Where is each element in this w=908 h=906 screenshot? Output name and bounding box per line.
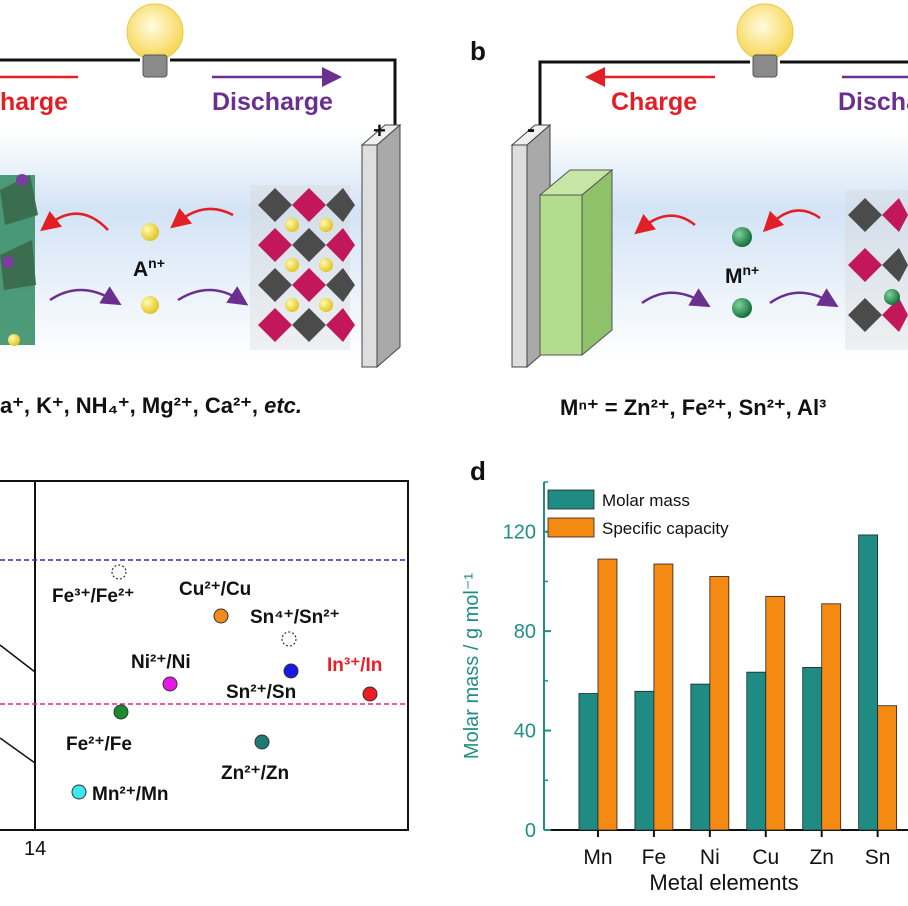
marker-cu2-cu xyxy=(213,608,229,624)
curved-arrow-charge xyxy=(170,207,234,229)
couple-label: Fe³⁺/Fe²⁺ xyxy=(52,586,135,607)
ion-sphere xyxy=(732,227,752,247)
caption-a: a⁺, K⁺, NH₄⁺, Mg²⁺, Ca²⁺, etc. xyxy=(0,393,302,419)
ion-sphere xyxy=(732,298,752,318)
minus-sign: - xyxy=(527,116,535,143)
charge-label-a: harge xyxy=(0,88,69,116)
caption-a-etc: etc. xyxy=(264,393,303,418)
anode-crystal xyxy=(0,174,38,346)
bar-specific-capacity xyxy=(653,563,674,831)
x-tick-label: Cu xyxy=(752,846,779,869)
couple-label: Sn²⁺/Sn xyxy=(226,682,297,703)
discharge-label-b: Discha xyxy=(838,88,908,116)
bar-specific-capacity xyxy=(877,705,898,831)
x-tick-label: Ni xyxy=(700,846,720,869)
couple-label: Ni²⁺/Ni xyxy=(131,652,191,673)
diagonal-line xyxy=(0,737,36,764)
bar-molar-mass xyxy=(858,534,879,831)
marker-mn2-mn xyxy=(71,784,87,800)
marker-sn2-sn xyxy=(283,663,299,679)
circuit-wire xyxy=(0,58,397,130)
y-tick-label: 40 xyxy=(514,721,536,743)
ion-sphere xyxy=(141,296,159,314)
legend-swatch xyxy=(547,517,595,538)
caption-b: Mⁿ⁺ = Zn²⁺, Fe²⁺, Sn²⁺, Al³ xyxy=(560,395,827,420)
y-tick-label: 80 xyxy=(514,621,536,643)
curved-arrow-discharge xyxy=(641,288,711,308)
bar-specific-capacity xyxy=(597,558,618,831)
marker-fe3-fe2 xyxy=(111,564,127,580)
bar-specific-capacity xyxy=(821,603,842,831)
y-axis-label: Molar mass / g mol⁻¹ xyxy=(461,573,483,759)
legend-label: Specific capacity xyxy=(602,519,729,538)
couple-label: In³⁺/In xyxy=(327,655,383,676)
light-bulb-icon xyxy=(736,3,794,78)
ion-label-a: An+ xyxy=(133,255,165,282)
ion-charge: n+ xyxy=(742,262,760,278)
x-tick-label: Sn xyxy=(865,846,891,869)
y-tick-label: 120 xyxy=(503,522,536,544)
x-tick-label: Fe xyxy=(642,846,667,869)
marker-in3-in xyxy=(362,686,378,702)
legend-label: Molar mass xyxy=(602,491,690,510)
x-axis-label: Metal elements xyxy=(649,870,798,895)
bar-molar-mass xyxy=(746,671,767,831)
ion-symbol: A xyxy=(133,258,149,281)
x-tick-label: Zn xyxy=(809,846,834,869)
ion-label-b: Mn+ xyxy=(725,262,759,289)
curved-arrow-discharge xyxy=(49,286,122,306)
circuit-wire xyxy=(538,60,908,125)
charge-label-b: Charge xyxy=(611,88,698,116)
bar-specific-capacity xyxy=(765,595,786,831)
curved-arrow-charge xyxy=(762,209,821,233)
light-bulb-icon xyxy=(126,3,184,78)
curved-arrow-discharge xyxy=(177,286,249,306)
ion-symbol: M xyxy=(725,265,743,288)
panel-letter-d: d xyxy=(470,456,486,486)
panel-c-plot xyxy=(0,480,409,831)
bar-molar-mass xyxy=(690,683,711,831)
y-tick-label: 0 xyxy=(525,820,536,842)
caption-a-text: a⁺, K⁺, NH₄⁺, Mg²⁺, Ca²⁺, xyxy=(0,393,258,418)
bar-molar-mass xyxy=(802,667,823,831)
curved-arrow-charge xyxy=(40,210,109,232)
legend-swatch xyxy=(547,489,595,510)
marker-fe2-fe xyxy=(113,704,129,720)
ion-sphere xyxy=(141,223,159,241)
x-tick-label: 14 xyxy=(24,838,47,860)
diagonal-line xyxy=(0,644,36,673)
x-tick-label: Mn xyxy=(583,846,612,869)
couple-label: Fe²⁺/Fe xyxy=(66,734,132,755)
discharge-label-a: Discharge xyxy=(212,88,333,116)
positive-current-collector xyxy=(360,123,402,369)
plus-sign: + xyxy=(373,118,386,143)
bar-molar-mass xyxy=(634,690,655,831)
bar-specific-capacity xyxy=(709,576,730,831)
marker-zn2-zn xyxy=(254,734,270,750)
curved-arrow-discharge xyxy=(769,288,839,308)
cathode-framework xyxy=(250,185,355,350)
marker-ni2-ni xyxy=(162,676,178,692)
panel-b-diagram xyxy=(510,3,908,369)
panel-a-diagram xyxy=(0,3,402,369)
marker-sn4-sn2 xyxy=(281,631,297,647)
couple-label: Sn⁴⁺/Sn²⁺ xyxy=(250,607,340,628)
panel-letter-b: b xyxy=(470,36,486,66)
plot-frame xyxy=(0,480,409,831)
curved-arrow-charge xyxy=(634,213,696,235)
ion-charge: n+ xyxy=(148,255,165,271)
couple-label: Mn²⁺/Mn xyxy=(92,784,169,805)
bar-molar-mass xyxy=(578,693,599,831)
couple-label: Cu²⁺/Cu xyxy=(179,579,252,600)
metal-anode-block xyxy=(538,168,614,357)
couple-label: Zn²⁺/Zn xyxy=(221,763,290,784)
cathode-framework xyxy=(845,190,908,350)
